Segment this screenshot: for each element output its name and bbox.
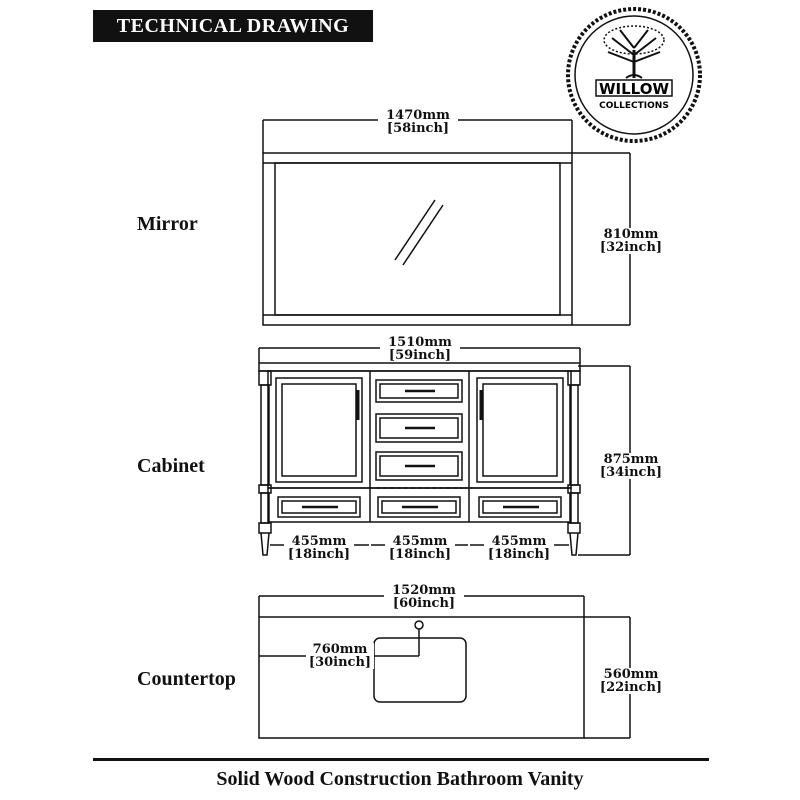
sink-offset-dim: 760mm [30inch] xyxy=(306,643,374,669)
mirror-drawing xyxy=(262,119,631,326)
cabinet-height-dim: 875mm [34inch] xyxy=(596,453,666,479)
cabinet-width-dim: 1510mm [59inch] xyxy=(380,336,460,362)
section-1-mm: 455mm xyxy=(291,534,347,549)
cabinet-width-mm: 1510mm xyxy=(388,335,452,350)
countertop-depth-dim: 560mm [22inch] xyxy=(596,668,666,694)
logo-name: WILLOW xyxy=(599,80,669,98)
countertop-depth-in: [22inch] xyxy=(599,680,663,695)
cabinet-section-2-dim: 455mm [18inch] xyxy=(385,535,455,561)
countertop-depth-mm: 560mm xyxy=(603,667,659,682)
section-2-in: [18inch] xyxy=(388,547,452,562)
section-3-in: [18inch] xyxy=(487,547,551,562)
mirror-height-in: [32inch] xyxy=(599,240,663,255)
countertop-width-in: [60inch] xyxy=(392,596,456,611)
willow-logo: WILLOW COLLECTIONS xyxy=(566,7,702,143)
cabinet-height-in: [34inch] xyxy=(599,465,663,480)
section-2-mm: 455mm xyxy=(392,534,448,549)
cabinet-drawing xyxy=(258,347,631,556)
cabinet-label: Cabinet xyxy=(137,455,205,477)
mirror-height-dim: 810mm [32inch] xyxy=(596,228,666,254)
page-title: TECHNICAL DRAWING xyxy=(93,10,373,42)
countertop-label: Countertop xyxy=(137,668,236,690)
countertop-width-dim: 1520mm [60inch] xyxy=(384,584,464,610)
cabinet-height-mm: 875mm xyxy=(603,452,659,467)
mirror-width-dim: 1470mm [58inch] xyxy=(378,109,458,135)
sink-offset-in: [30inch] xyxy=(308,655,372,670)
mirror-label: Mirror xyxy=(137,213,198,235)
cabinet-section-3-dim: 455mm [18inch] xyxy=(484,535,554,561)
footer-divider xyxy=(93,758,709,761)
mirror-height-mm: 810mm xyxy=(603,227,659,242)
cabinet-width-in: [59inch] xyxy=(388,348,452,363)
mirror-width-mm: 1470mm xyxy=(386,108,450,123)
countertop-drawing xyxy=(258,595,631,739)
cabinet-section-1-dim: 455mm [18inch] xyxy=(284,535,354,561)
footer-caption: Solid Wood Construction Bathroom Vanity xyxy=(216,768,584,790)
mirror-width-in: [58inch] xyxy=(386,121,450,136)
section-3-mm: 455mm xyxy=(491,534,547,549)
section-1-in: [18inch] xyxy=(287,547,351,562)
countertop-width-mm: 1520mm xyxy=(392,583,456,598)
logo-sub: COLLECTIONS xyxy=(599,101,669,111)
sink-offset-mm: 760mm xyxy=(312,642,368,657)
